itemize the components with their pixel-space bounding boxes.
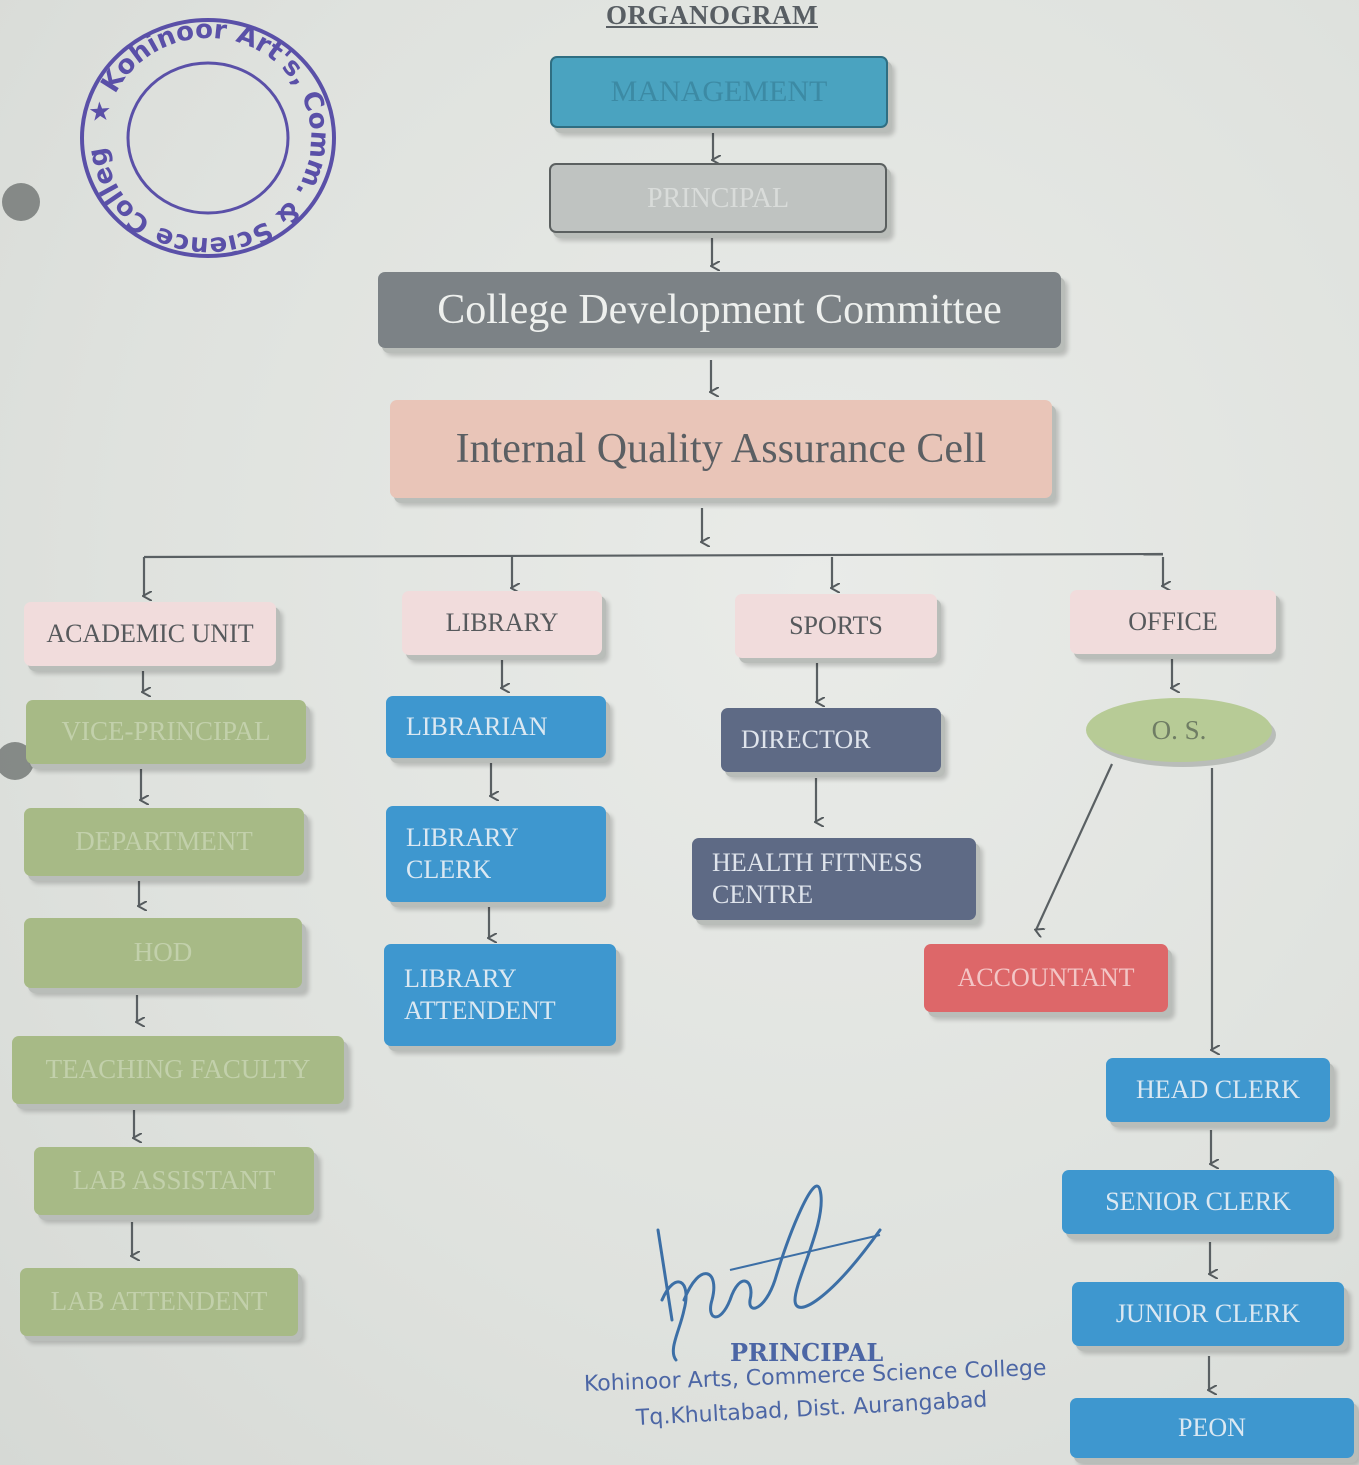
head-clerk-node: HEAD CLERK bbox=[1106, 1058, 1330, 1122]
os-node: O. S. bbox=[1086, 698, 1272, 762]
accountant-node: ACCOUNTANT bbox=[924, 944, 1168, 1012]
principal-signature bbox=[656, 1184, 882, 1362]
college-seal: ★ Kohinoor Art's, Comm. & Science Colleg… bbox=[80, 18, 336, 258]
iqac-node: Internal Quality Assurance Cell bbox=[390, 400, 1052, 498]
teaching-faculty-node: TEACHING FACULTY bbox=[12, 1036, 344, 1104]
library-attendent-node: LIBRARY ATTENDENT bbox=[384, 944, 616, 1046]
lab-assistant-node: LAB ASSISTANT bbox=[34, 1147, 314, 1215]
punch-hole bbox=[2, 183, 40, 221]
academic-unit-node: ACADEMIC UNIT bbox=[24, 602, 276, 666]
office-node: OFFICE bbox=[1070, 590, 1276, 654]
signature-role: PRINCIPAL bbox=[730, 1338, 884, 1367]
librarian-node: LIBRARIAN bbox=[386, 696, 606, 758]
junior-clerk-node: JUNIOR CLERK bbox=[1072, 1282, 1344, 1346]
library-node: LIBRARY bbox=[402, 591, 602, 655]
health-fitness-centre-node: HEALTH FITNESS CENTRE bbox=[692, 838, 976, 920]
peon-node: PEON bbox=[1070, 1398, 1354, 1458]
cdc-node: College Development Committee bbox=[378, 272, 1061, 348]
department-node: DEPARTMENT bbox=[24, 808, 304, 876]
lab-attendent-node: LAB ATTENDENT bbox=[20, 1268, 298, 1336]
director-node: DIRECTOR bbox=[721, 708, 941, 772]
library-clerk-node: LIBRARY CLERK bbox=[386, 806, 606, 902]
vice-principal-node: VICE-PRINCIPAL bbox=[26, 700, 306, 764]
hod-node: HOD bbox=[24, 918, 302, 988]
senior-clerk-node: SENIOR CLERK bbox=[1062, 1170, 1334, 1234]
management-node: MANAGEMENT bbox=[550, 56, 888, 128]
page-title: ORGANOGRAM bbox=[606, 0, 818, 30]
sports-node: SPORTS bbox=[735, 594, 937, 658]
principal-node: PRINCIPAL bbox=[549, 163, 887, 233]
